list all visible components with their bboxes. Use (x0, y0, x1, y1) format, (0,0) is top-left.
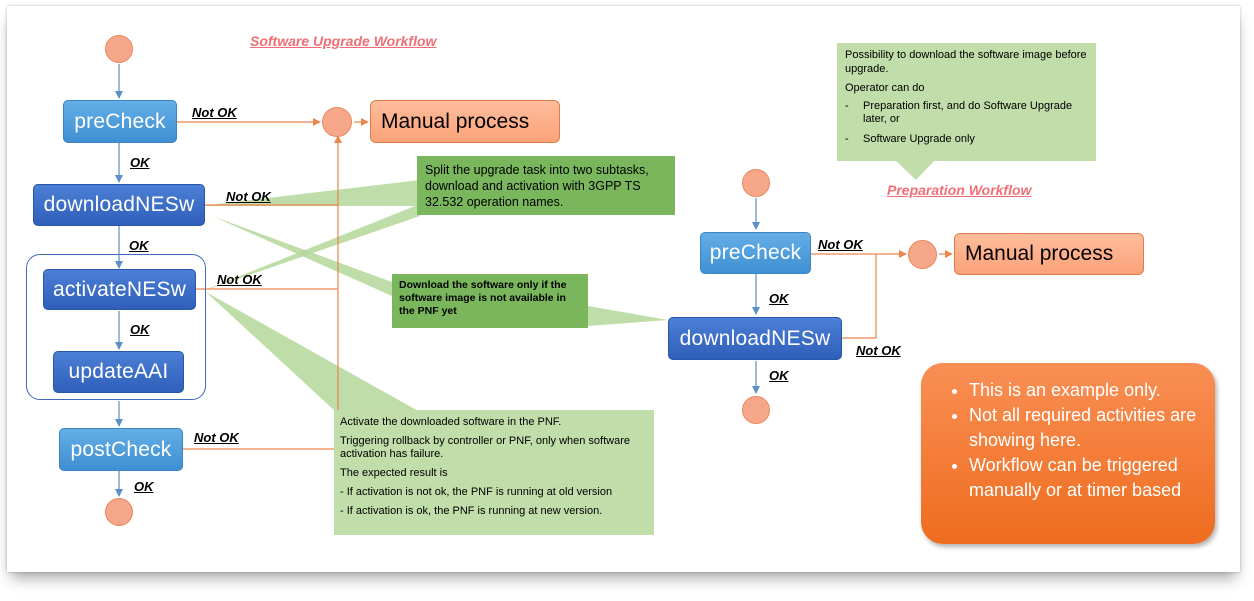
postcheck-node[interactable]: postCheck (59, 428, 183, 471)
manual-process-left[interactable]: Manual process (370, 100, 560, 143)
info-list: This is an example only. Not all require… (929, 378, 1205, 503)
activate-line-4: - If activation is not ok, the PNF is ru… (340, 486, 613, 498)
end-node-left (105, 498, 133, 526)
activate-nesw-node[interactable]: activateNESw (43, 269, 196, 310)
callout-split-wedge-2 (200, 204, 420, 292)
prep-dash-1: - (845, 99, 849, 112)
notok-label-activate: Not OK (217, 272, 262, 287)
ok-label-precheck: OK (130, 155, 150, 170)
download-nesw-node-right[interactable]: downloadNESw (668, 317, 842, 360)
start-node-right (742, 169, 770, 197)
activation-group (26, 254, 206, 400)
prep-line-2: Operator can do (845, 82, 925, 94)
ok-label-r-precheck: OK (769, 291, 789, 306)
start-node-left (105, 35, 133, 63)
end-node-right (742, 396, 770, 424)
precheck-node-right[interactable]: preCheck (700, 232, 811, 274)
callout-download-wedge-1 (212, 216, 392, 296)
activate-line-1: Activate the downloaded software in the … (340, 416, 562, 428)
prep-line-1: Possibility to download the software ima… (845, 49, 1087, 75)
info-item-2: Not all required activities are showing … (969, 403, 1205, 453)
notok-label-r-precheck: Not OK (818, 237, 863, 252)
note-split-tasks: Split the upgrade task into two subtasks… (417, 156, 675, 215)
callout-split-wedge-1 (200, 180, 420, 206)
update-aai-node[interactable]: updateAAI (53, 351, 184, 393)
callout-activate-wedge (206, 292, 420, 412)
note-preparation: Possibility to download the software ima… (837, 43, 1096, 161)
callout-prep-wedge (895, 160, 935, 180)
notok-label-precheck: Not OK (192, 105, 237, 120)
prep-line-3: Preparation first, and do Software Upgra… (863, 99, 1073, 126)
notok-label-r-download: Not OK (856, 343, 901, 358)
info-box: This is an example only. Not all require… (921, 363, 1215, 544)
activate-line-3: The expected result is (340, 467, 448, 479)
manual-process-right[interactable]: Manual process (954, 233, 1144, 275)
software-upgrade-title: Software Upgrade Workflow (250, 33, 437, 49)
ok-label-postcheck: OK (134, 479, 154, 494)
note-activation: Activate the downloaded software in the … (334, 410, 654, 535)
notok-label-download: Not OK (226, 189, 271, 204)
download-nesw-node-left[interactable]: downloadNESw (33, 184, 205, 226)
merge-node-left (322, 107, 352, 137)
info-item-1: This is an example only. (969, 378, 1205, 403)
notok-r-download (842, 254, 877, 339)
preparation-title: Preparation Workflow (887, 182, 1032, 198)
info-item-3: Workflow can be triggered manually or at… (969, 453, 1205, 503)
precheck-node-left[interactable]: preCheck (63, 100, 177, 143)
ok-label-download: OK (129, 238, 149, 253)
callout-download-wedge-2 (588, 306, 668, 326)
prep-line-4: Software Upgrade only (863, 132, 975, 145)
ok-label-activate: OK (130, 322, 150, 337)
activate-line-2: Triggering rollback by controller or PNF… (340, 435, 630, 460)
notok-label-postcheck: Not OK (194, 430, 239, 445)
ok-label-r-download: OK (769, 368, 789, 383)
note-download-only: Download the software only if the softwa… (392, 274, 588, 328)
merge-node-right (908, 240, 937, 269)
prep-dash-2: - (845, 132, 849, 145)
activate-line-5: - If activation is ok, the PNF is runnin… (340, 505, 603, 517)
